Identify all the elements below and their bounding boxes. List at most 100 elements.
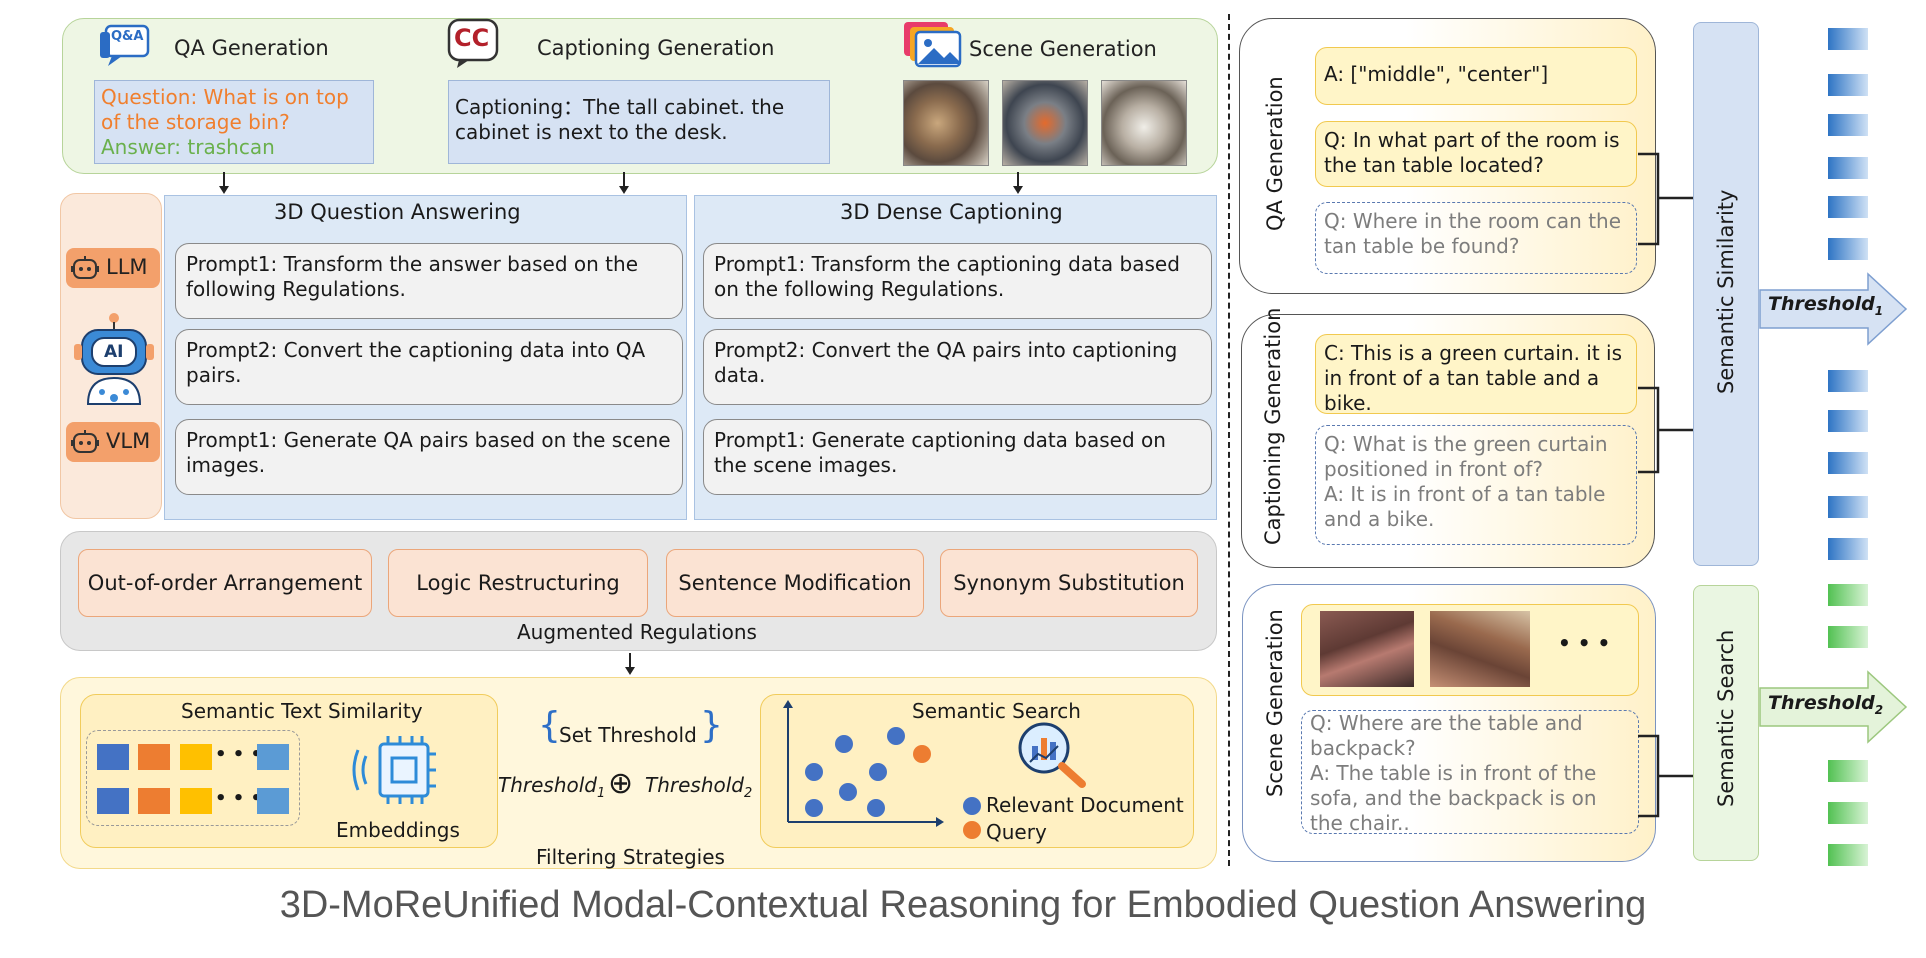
filtered-item-bar — [1828, 452, 1868, 474]
filtered-item-bar — [1828, 802, 1868, 824]
set-threshold-brace-right: } — [700, 705, 723, 746]
threshold-2-arrow-label: Threshold2 — [1768, 692, 1884, 717]
semantic-similarity-label: Semantic Similarity — [1714, 189, 1738, 394]
threshold-2-arrow — [1759, 670, 1908, 744]
captioning-panel-title: 3D Dense Captioning — [840, 200, 1063, 224]
ellipsis: • • • — [215, 744, 263, 765]
captioning-example-text: Captioning：The tall cabinet. the cabinet… — [455, 95, 785, 144]
embeddings-label: Embeddings — [336, 818, 460, 842]
threshold-1-arrow-label: Threshold1 — [1768, 293, 1884, 318]
blue-square — [97, 788, 129, 814]
caption-qa-answer: A: It is in front of a tan table and a b… — [1324, 482, 1606, 531]
captioning-generation-title: Captioning Generation — [537, 36, 775, 60]
semantic-similarity-column — [1693, 22, 1759, 566]
ai-badge-text: AI — [104, 342, 124, 362]
scene-qa-box: Q: Where are the table and backpack? A: … — [1301, 710, 1639, 835]
blue-square — [97, 744, 129, 770]
cc-icon-text: CC — [454, 24, 490, 52]
qa-panel-title: 3D Question Answering — [274, 200, 521, 224]
down-arrows-top — [219, 172, 1023, 194]
filtered-item-bar — [1828, 28, 1868, 50]
cap-prompt-1: Prompt1: Transform the captioning data b… — [703, 243, 1212, 319]
qa-prompt-1: Prompt1: Transform the answer based on t… — [175, 243, 683, 319]
semantic-search-label: Semantic Search — [1714, 629, 1738, 807]
ai-robot-icon: AI — [72, 310, 156, 406]
query-dot — [963, 821, 981, 839]
augmented-regulations-label: Augmented Regulations — [517, 620, 757, 644]
regulation-sentence-modification: Sentence Modification — [666, 549, 924, 617]
bracket-scene — [1638, 734, 1696, 818]
vertical-divider — [1228, 14, 1230, 866]
regulation-out-of-order: Out-of-order Arrangement — [78, 549, 372, 617]
right-scene-generation-label: Scene Generation — [1263, 609, 1287, 797]
qa-icon-text: Q&A — [111, 29, 144, 44]
cap-prompt-3: Prompt1: Generate captioning data based … — [703, 419, 1212, 495]
qa-generation-title: QA Generation — [174, 36, 329, 60]
llm-label: LLM — [106, 255, 148, 279]
threshold-1-arrow — [1759, 272, 1908, 346]
qa-example-box: Question: What is on top of the storage … — [94, 80, 374, 164]
regulation-logic-restructuring: Logic Restructuring — [388, 549, 648, 617]
set-threshold-label: Set Threshold — [559, 723, 697, 747]
qa-prompt-3: Prompt1: Generate QA pairs based on the … — [175, 419, 683, 495]
scene-photo-2 — [1430, 611, 1530, 687]
filtered-item-bar — [1828, 496, 1868, 518]
sts-title: Semantic Text Similarity — [181, 699, 423, 723]
cap-prompt-2: Prompt2: Convert the QA pairs into capti… — [703, 329, 1212, 405]
filtered-item-bar — [1828, 74, 1868, 96]
caption-box: C: This is a green curtain. it is in fro… — [1315, 334, 1637, 415]
filtered-item-bar — [1828, 196, 1868, 218]
yellow-square — [180, 744, 212, 770]
threshold-2-label: Threshold2 — [645, 773, 753, 801]
robot-head-icon — [71, 256, 99, 279]
regulation-synonym-substitution: Synonym Substitution — [940, 549, 1198, 617]
scatter-plot-icon — [783, 700, 944, 827]
bracket-captioning — [1638, 386, 1696, 474]
bracket-qa — [1638, 152, 1696, 246]
right-qa-generation-label: QA Generation — [1263, 76, 1287, 231]
filtered-item-bar — [1828, 410, 1868, 432]
filtered-item-bar — [1828, 844, 1868, 866]
qa-example-answer: Answer: trashcan — [101, 135, 275, 159]
filtered-item-bar — [1828, 157, 1868, 179]
light-blue-square — [257, 744, 289, 770]
ss-title: Semantic Search — [912, 699, 1081, 723]
qa-question-box: Q: In what part of the room is the tan t… — [1315, 121, 1637, 187]
filtered-item-bar — [1828, 760, 1868, 782]
relevant-document-label: Relevant Document — [986, 793, 1184, 817]
scene-thumbnail-2 — [1002, 80, 1088, 166]
captioning-icon: CC — [447, 18, 501, 70]
orange-square — [138, 788, 170, 814]
orange-square — [138, 744, 170, 770]
scene-images-box: • • • — [1301, 604, 1639, 696]
captioning-example-box: Captioning：The tall cabinet. the cabinet… — [448, 80, 830, 164]
vlm-tag: VLM — [66, 422, 160, 462]
scene-images-icon — [902, 20, 964, 70]
semantic-search-column — [1693, 585, 1759, 861]
qa-answer-box: A: ["middle", "center"] — [1315, 47, 1637, 105]
scene-generation-title: Scene Generation — [969, 37, 1157, 61]
filtered-item-bar — [1828, 370, 1868, 392]
yellow-square — [180, 788, 212, 814]
filtered-item-bar — [1828, 584, 1868, 606]
scene-thumbnail-3 — [1101, 80, 1187, 166]
scene-question: Q: Where are the table and backpack? — [1310, 711, 1583, 760]
qa-paraphrase-box: Q: Where in the room can the tan table b… — [1315, 202, 1637, 274]
embedding-squares-group — [86, 730, 300, 826]
plus-circle-icon: ⊕ — [608, 766, 634, 801]
qa-chat-icon: Q&A — [98, 22, 152, 70]
scene-ellipsis: • • • — [1558, 631, 1611, 655]
filtered-item-bar — [1828, 626, 1868, 648]
query-label: Query — [986, 820, 1047, 844]
vlm-label: VLM — [106, 429, 151, 453]
down-arrow-regulations — [625, 653, 635, 675]
set-threshold-brace-left: { — [538, 705, 561, 746]
filtered-item-bar — [1828, 538, 1868, 560]
right-captioning-generation-label: Captioning Generation — [1261, 307, 1285, 545]
figure-caption: 3D-MoReUnified Modal-Contextual Reasonin… — [279, 884, 1647, 926]
llm-tag: LLM — [66, 248, 160, 288]
filtered-item-bar — [1828, 114, 1868, 136]
caption-qa-box: Q: What is the green curtain positioned … — [1315, 425, 1637, 545]
filtered-item-bar — [1828, 238, 1868, 260]
scene-thumbnail-1 — [903, 80, 989, 166]
